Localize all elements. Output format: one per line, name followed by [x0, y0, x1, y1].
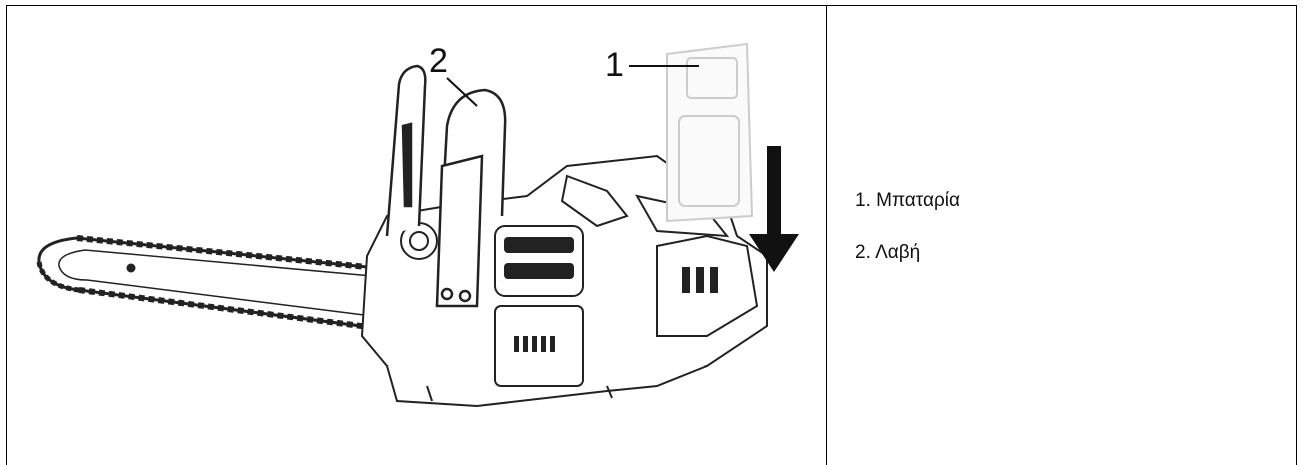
legend-item-handle: 2. Λαβή: [855, 242, 921, 263]
callout-1: 1: [605, 46, 699, 84]
legend-list: 1. Μπαταρία 2. Λαβή: [855, 188, 960, 292]
callout-2: 2: [429, 42, 478, 107]
battery: [666, 42, 754, 223]
vent-slots: [514, 336, 555, 352]
insert-arrow: [749, 146, 799, 272]
callout-number: 1: [605, 46, 624, 84]
handle: [385, 64, 507, 308]
chainsaw-illustration: 1 2: [36, 42, 799, 408]
instruction-table: 1 2 1. Μπαταρία 2. Λαβή: [6, 5, 1297, 465]
chain-bar: [36, 235, 378, 331]
figure-cell: 1 2: [7, 6, 827, 465]
legend-item-battery: 1. Μπαταρία: [855, 190, 961, 211]
legend-cell: 1. Μπαταρία 2. Λαβή: [827, 6, 1296, 465]
callout-number: 2: [429, 42, 448, 80]
